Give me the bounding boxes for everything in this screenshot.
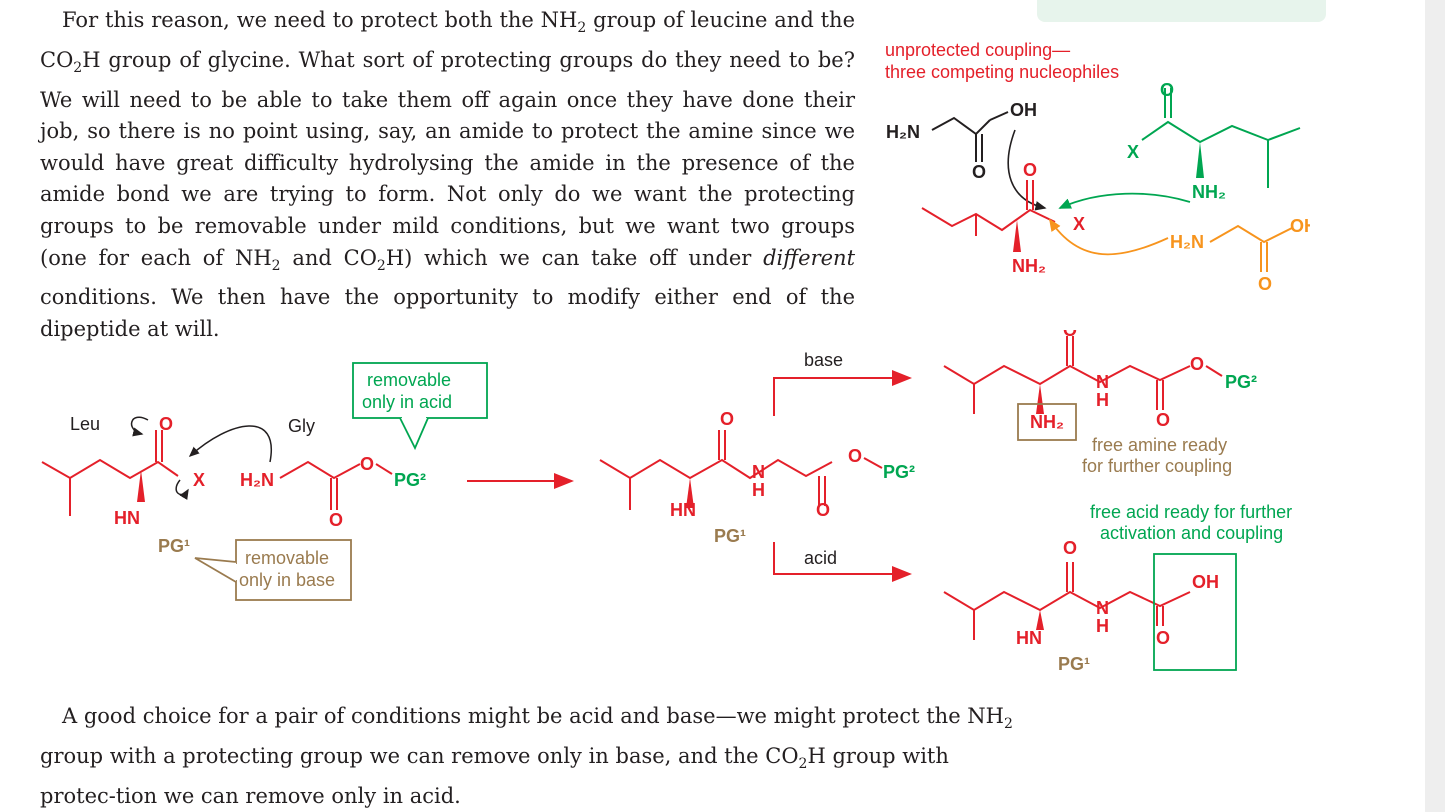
leu-red-o-label: O [1023, 160, 1037, 180]
base-callout-line1: removable [245, 548, 329, 568]
gly-h2n-label: H₂N [240, 470, 274, 490]
leu-pg1-label: PG¹ [158, 536, 190, 556]
leu-green-nh2-label: NH₂ [1192, 182, 1226, 202]
body-paragraph-1: For this reason, we need to protect both… [40, 8, 856, 341]
top-prod-ester-o-label: O [1190, 354, 1204, 374]
orange-attack-arrow [1049, 218, 1169, 256]
leu-hn-label: HN [114, 508, 140, 528]
base-condition-label: base [804, 350, 843, 370]
gly-o-label: O [329, 510, 343, 530]
top-prod-n-label: N [1096, 372, 1109, 392]
page-edge [1425, 0, 1445, 812]
acid-callout-line1: removable [367, 370, 451, 390]
bot-prod-pg1-label: PG¹ [1058, 654, 1090, 674]
free-amine-note-1: free amine ready [1092, 435, 1227, 455]
gly-label: Gly [288, 416, 315, 436]
leu-green-x-label: X [1127, 142, 1139, 162]
top-prod-o-label: O [1063, 330, 1077, 340]
mid-ester-o-label: O [848, 446, 862, 466]
bot-prod-h-label: H [1096, 616, 1109, 636]
mid-pg1-label: PG¹ [714, 526, 746, 546]
mid-o-label: O [720, 409, 734, 429]
bot-prod-o2-label: O [1156, 628, 1170, 648]
leu-red-nh2-label: NH₂ [1012, 256, 1046, 276]
bot-prod-hn-label: HN [1016, 628, 1042, 648]
sidebar-note-box [1037, 0, 1326, 22]
free-amine-note-2: for further coupling [1082, 456, 1232, 476]
leu-o-label: O [159, 414, 173, 434]
gly-h2n-label: H₂N [886, 122, 920, 142]
leu-red-x-label: X [1073, 214, 1085, 234]
gly-pg2-label: PG² [394, 470, 426, 490]
unprotected-coupling-scheme: unprotected coupling— three competing nu… [885, 40, 1310, 294]
mid-h-label: H [752, 480, 765, 500]
free-acid-note-1: free acid ready for further [1090, 502, 1292, 522]
top-prod-pg2-label: PG² [1225, 372, 1257, 392]
protection-strategy-scheme: Leu Gly O X HN PG¹ H₂N O O PG² removable… [41, 330, 1292, 674]
mid-pg2-label: PG² [883, 462, 915, 482]
oh-attack-arrow [1007, 129, 1047, 211]
top-prod-o2-label: O [1156, 410, 1170, 430]
gly-orange-oh-label: OH [1290, 216, 1310, 236]
caption-line-1: unprotected coupling— [885, 40, 1070, 60]
bot-prod-oh-label: OH [1192, 572, 1219, 592]
gly-ester-o-label: O [360, 454, 374, 474]
free-acid-note-2: activation and coupling [1100, 523, 1283, 543]
mid-hn-label: HN [670, 500, 696, 520]
nh2-attack-arrow [1058, 192, 1191, 209]
bot-prod-n-label: N [1096, 598, 1109, 618]
leu-green-o-label: O [1160, 80, 1174, 100]
mid-n-label: N [752, 462, 765, 482]
caption-line-2: three competing nucleophiles [885, 62, 1119, 82]
leu-x-label: X [193, 470, 205, 490]
acid-callout-line2: only in acid [362, 392, 452, 412]
top-prod-h-label: H [1096, 390, 1109, 410]
body-paragraph-2: A good choice for a pair of conditions m… [40, 704, 1013, 808]
gly-co-bond [989, 111, 1009, 121]
gly-backbone [931, 116, 991, 136]
gly-orange-h2n-label: H₂N [1170, 232, 1204, 252]
bot-prod-o-label: O [1063, 538, 1077, 558]
gly-o-label: O [972, 162, 986, 182]
acid-condition-label: acid [804, 548, 837, 568]
gly-oh-label: OH [1010, 100, 1037, 120]
gly-orange-o-label: O [1258, 274, 1272, 294]
top-prod-nh2-label: NH₂ [1030, 412, 1064, 432]
base-callout-line2: only in base [239, 570, 335, 590]
mid-o2-label: O [816, 500, 830, 520]
leu-label: Leu [70, 414, 100, 434]
